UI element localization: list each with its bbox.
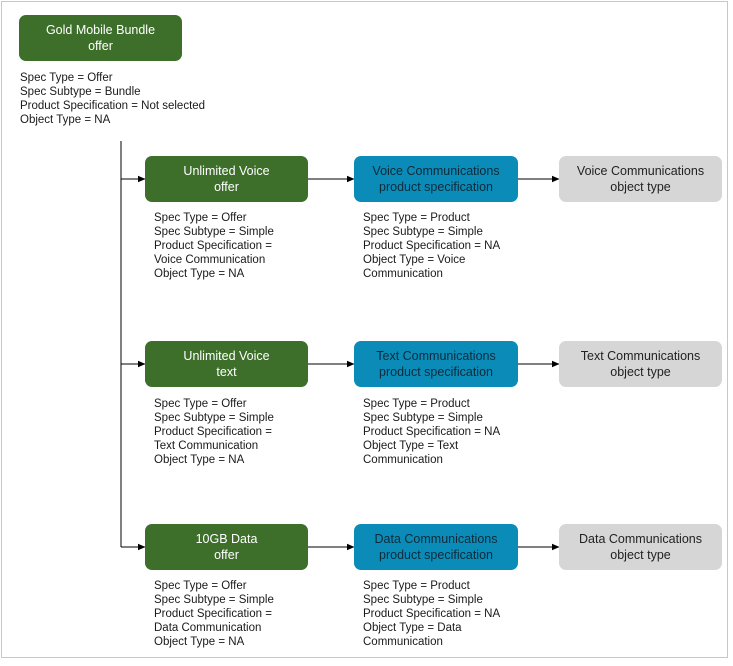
spec-title-line-1: Data Communications	[374, 532, 498, 546]
property-line: Product Specification =	[154, 426, 272, 438]
spec-node-row-1[interactable]: Voice Communications product specificati…	[354, 156, 518, 202]
offer-node-row-3[interactable]: 10GB Data offer	[145, 524, 308, 570]
property-line: Object Type = NA	[154, 636, 245, 648]
offer-title-line-2: text	[216, 365, 237, 379]
object-node-row-3[interactable]: Data Communications object type	[559, 524, 722, 570]
spec-properties-row-3: Spec Type = Product Spec Subtype = Simpl…	[363, 579, 500, 649]
offer-node-row-1[interactable]: Unlimited Voice offer	[145, 156, 308, 202]
offer-properties-row-2: Spec Type = Offer Spec Subtype = Simple …	[154, 397, 274, 467]
property-line: Object Type = NA	[20, 114, 111, 126]
property-line: Data Communication	[154, 622, 262, 634]
spec-title-line-2: product specification	[379, 548, 493, 562]
property-line: Spec Subtype = Bundle	[20, 86, 141, 98]
property-line: Object Type = NA	[154, 454, 245, 466]
spec-title-line-1: Voice Communications	[372, 164, 500, 178]
property-line: Spec Subtype = Simple	[363, 412, 483, 424]
property-line: Product Specification =	[154, 608, 272, 620]
property-line: Spec Type = Product	[363, 398, 470, 410]
property-line: Spec Type = Offer	[154, 398, 247, 410]
property-line: Spec Subtype = Simple	[154, 226, 274, 238]
property-line: Spec Type = Offer	[154, 212, 247, 224]
property-line: Object Type = NA	[154, 268, 245, 280]
spec-properties-row-2: Spec Type = Product Spec Subtype = Simpl…	[363, 397, 500, 467]
object-node-row-1[interactable]: Voice Communications object type	[559, 156, 722, 202]
property-line: Product Specification = NA	[363, 240, 501, 252]
spec-title-line-2: product specification	[379, 180, 493, 194]
property-line: Communication	[363, 636, 443, 648]
property-line: Product Specification =	[154, 240, 272, 252]
property-line: Object Type = Voice	[363, 254, 466, 266]
property-line: Spec Subtype = Simple	[363, 226, 483, 238]
offer-title-line-1: 10GB Data	[195, 532, 258, 546]
property-line: Voice Communication	[154, 254, 266, 266]
object-title-line-1: Data Communications	[579, 532, 702, 546]
spec-node-row-2[interactable]: Text Communications product specificatio…	[354, 341, 518, 387]
root-offer-node[interactable]: Gold Mobile Bundle offer	[19, 15, 182, 61]
root-offer-properties: Spec Type = Offer Spec Subtype = Bundle …	[20, 71, 205, 127]
object-node-row-2[interactable]: Text Communications object type	[559, 341, 722, 387]
property-line: Spec Type = Offer	[20, 72, 113, 84]
spec-title-line-1: Text Communications	[376, 349, 496, 363]
property-line: Object Type = Data	[363, 622, 462, 634]
property-line: Spec Type = Offer	[154, 580, 247, 592]
root-offer-title-line-2: offer	[88, 39, 113, 53]
property-line: Communication	[363, 454, 443, 466]
offer-properties-row-1: Spec Type = Offer Spec Subtype = Simple …	[154, 211, 274, 281]
spec-properties-row-1: Spec Type = Product Spec Subtype = Simpl…	[363, 211, 500, 281]
property-line: Communication	[363, 268, 443, 280]
property-line: Spec Subtype = Simple	[154, 594, 274, 606]
object-title-line-2: object type	[610, 365, 671, 379]
offer-title-line-1: Unlimited Voice	[183, 164, 270, 178]
property-line: Spec Subtype = Simple	[154, 412, 274, 424]
diagram-frame	[1, 1, 728, 658]
offer-properties-row-3: Spec Type = Offer Spec Subtype = Simple …	[154, 579, 274, 649]
offer-title-line-2: offer	[214, 548, 239, 562]
property-line: Spec Type = Product	[363, 580, 470, 592]
offer-title-line-1: Unlimited Voice	[183, 349, 270, 363]
property-line: Spec Type = Product	[363, 212, 470, 224]
property-line: Object Type = Text	[363, 440, 459, 452]
property-line: Product Specification = NA	[363, 426, 501, 438]
root-offer-title-line-1: Gold Mobile Bundle	[45, 23, 156, 37]
property-line: Product Specification = Not selected	[20, 100, 206, 112]
object-title-line-1: Voice Communications	[576, 164, 705, 178]
offer-title-line-2: offer	[214, 180, 239, 194]
property-line: Spec Subtype = Simple	[363, 594, 483, 606]
spec-title-line-2: product specification	[379, 365, 493, 379]
spec-node-row-3[interactable]: Data Communications product specificatio…	[354, 524, 518, 570]
object-title-line-2: object type	[610, 180, 671, 194]
offer-node-row-2[interactable]: Unlimited Voice text	[145, 341, 308, 387]
property-line: Product Specification = NA	[363, 608, 501, 620]
property-line: Text Communication	[154, 440, 259, 452]
object-title-line-1: Text Communications	[580, 349, 701, 363]
object-title-line-2: object type	[610, 548, 671, 562]
